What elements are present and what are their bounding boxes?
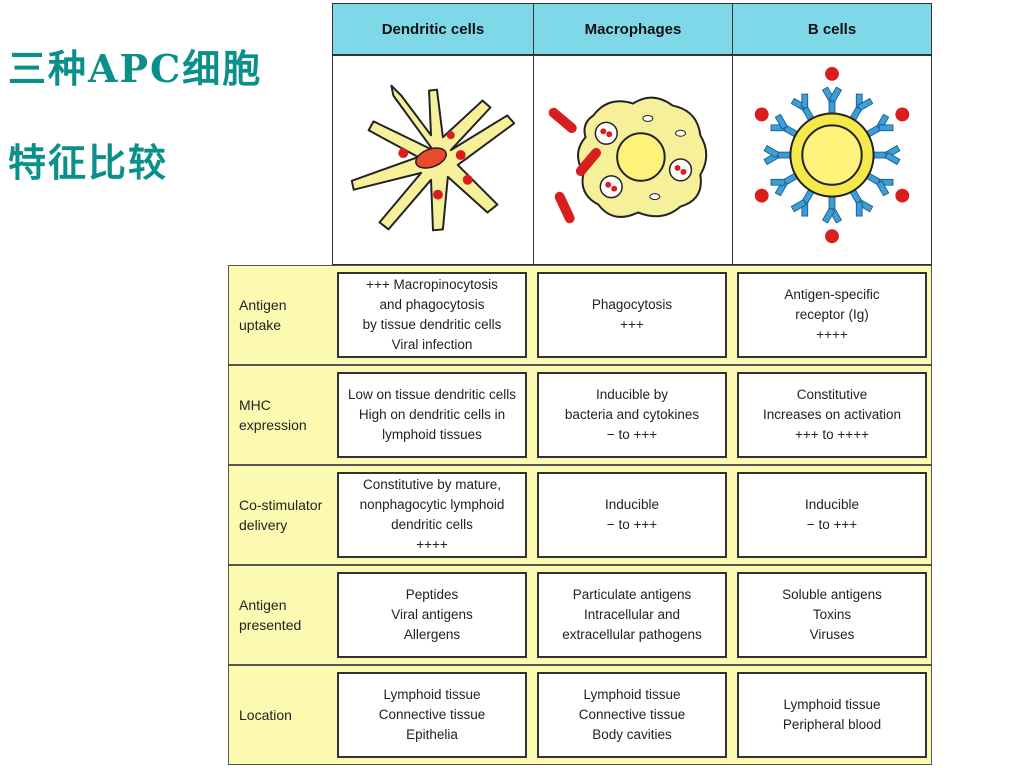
- bacterium: [575, 147, 602, 177]
- receptor-y: [821, 86, 843, 114]
- antigen-dot: [455, 150, 466, 160]
- cell-macrophage: Lymphoid tissue Connective tissue Body c…: [537, 672, 727, 758]
- macrophage-nucleus: [616, 132, 666, 182]
- cell-b-cell: Inducible − to +++: [737, 472, 927, 558]
- antigen-dot: [446, 131, 455, 140]
- antigen-dot: [895, 107, 910, 122]
- antigen-dot: [895, 188, 910, 203]
- antigen-dot: [825, 229, 839, 244]
- cell-macrophage: Inducible − to +++: [537, 472, 727, 558]
- b-cell-nucleus: [801, 124, 863, 186]
- antigen-dot: [754, 107, 769, 122]
- receptor-y: [849, 189, 874, 217]
- header-dendritic-cells: Dendritic cells: [332, 3, 534, 55]
- phagosome: [668, 158, 693, 182]
- macrophage-illustration: [533, 55, 733, 265]
- cell-dendritic: Low on tissue dendritic cells High on de…: [337, 372, 527, 458]
- receptor-y: [821, 196, 843, 224]
- slide-title-line-2: 特征比较: [8, 140, 169, 185]
- header-macrophages: Macrophages: [533, 3, 733, 55]
- bacterium: [554, 191, 575, 224]
- dendritic-cell-illustration: [332, 55, 534, 265]
- cell-dendritic: Peptides Viral antigens Allergens: [337, 572, 527, 658]
- dendritic-cell-nucleus: [415, 147, 447, 169]
- phagosome: [599, 175, 623, 199]
- antigen-dot: [754, 188, 769, 203]
- receptor-y: [770, 172, 799, 197]
- receptor-y: [770, 113, 799, 138]
- row-label: Location: [239, 707, 292, 723]
- cell-macrophage: Phagocytosis +++: [537, 272, 727, 358]
- phagosome: [594, 121, 618, 145]
- b-cell-illustration: [732, 55, 932, 265]
- cell-b-cell: Lymphoid tissue Peripheral blood: [737, 672, 927, 758]
- cell-dendritic: Constitutive by mature, nonphagocytic ly…: [337, 472, 527, 558]
- receptor-y: [790, 93, 815, 122]
- cell-macrophage: Particulate antigens Intracellular and e…: [537, 572, 727, 658]
- cell-b-cell: Constitutive Increases on activation +++…: [737, 372, 927, 458]
- antigen-dot: [825, 66, 839, 81]
- antigen-dot: [433, 189, 443, 200]
- cell-b-cell: Antigen-specific receptor (Ig) ++++: [737, 272, 927, 358]
- cell-b-cell: Soluble antigens Toxins Viruses: [737, 572, 927, 658]
- row-antigen-uptake: Antigen uptake +++ Macropinocytosis and …: [228, 265, 932, 365]
- slide-title-line-1: 三种APC细胞: [8, 46, 263, 91]
- row-co-stimulator-delivery: Co-stimulator delivery Constitutive by m…: [228, 465, 932, 565]
- bacterium: [548, 107, 577, 133]
- row-location: Location Lymphoid tissue Connective tiss…: [228, 665, 932, 765]
- receptor-y: [763, 145, 791, 166]
- antigen-dot: [398, 148, 409, 159]
- cell-macrophage: Inducible by bacteria and cytokines − to…: [537, 372, 727, 458]
- row-label: MHC expression: [239, 397, 307, 433]
- immunoglobulin-receptors: [754, 66, 910, 244]
- header-b-cells: B cells: [732, 3, 932, 55]
- row-label: Antigen presented: [239, 597, 302, 633]
- receptor-y: [849, 93, 874, 122]
- row-label: Antigen uptake: [239, 297, 287, 333]
- receptor-y: [865, 172, 894, 197]
- row-mhc-expression: MHC expression Low on tissue dendritic c…: [228, 365, 932, 465]
- antigen-dot: [462, 174, 473, 185]
- row-antigen-presented: Antigen presented Peptides Viral antigen…: [228, 565, 932, 665]
- receptor-y: [873, 145, 901, 166]
- row-label: Co-stimulator delivery: [239, 497, 323, 533]
- cell-dendritic: Lymphoid tissue Connective tissue Epithe…: [337, 672, 527, 758]
- cell-dendritic: +++ Macropinocytosis and phagocytosis by…: [337, 272, 527, 358]
